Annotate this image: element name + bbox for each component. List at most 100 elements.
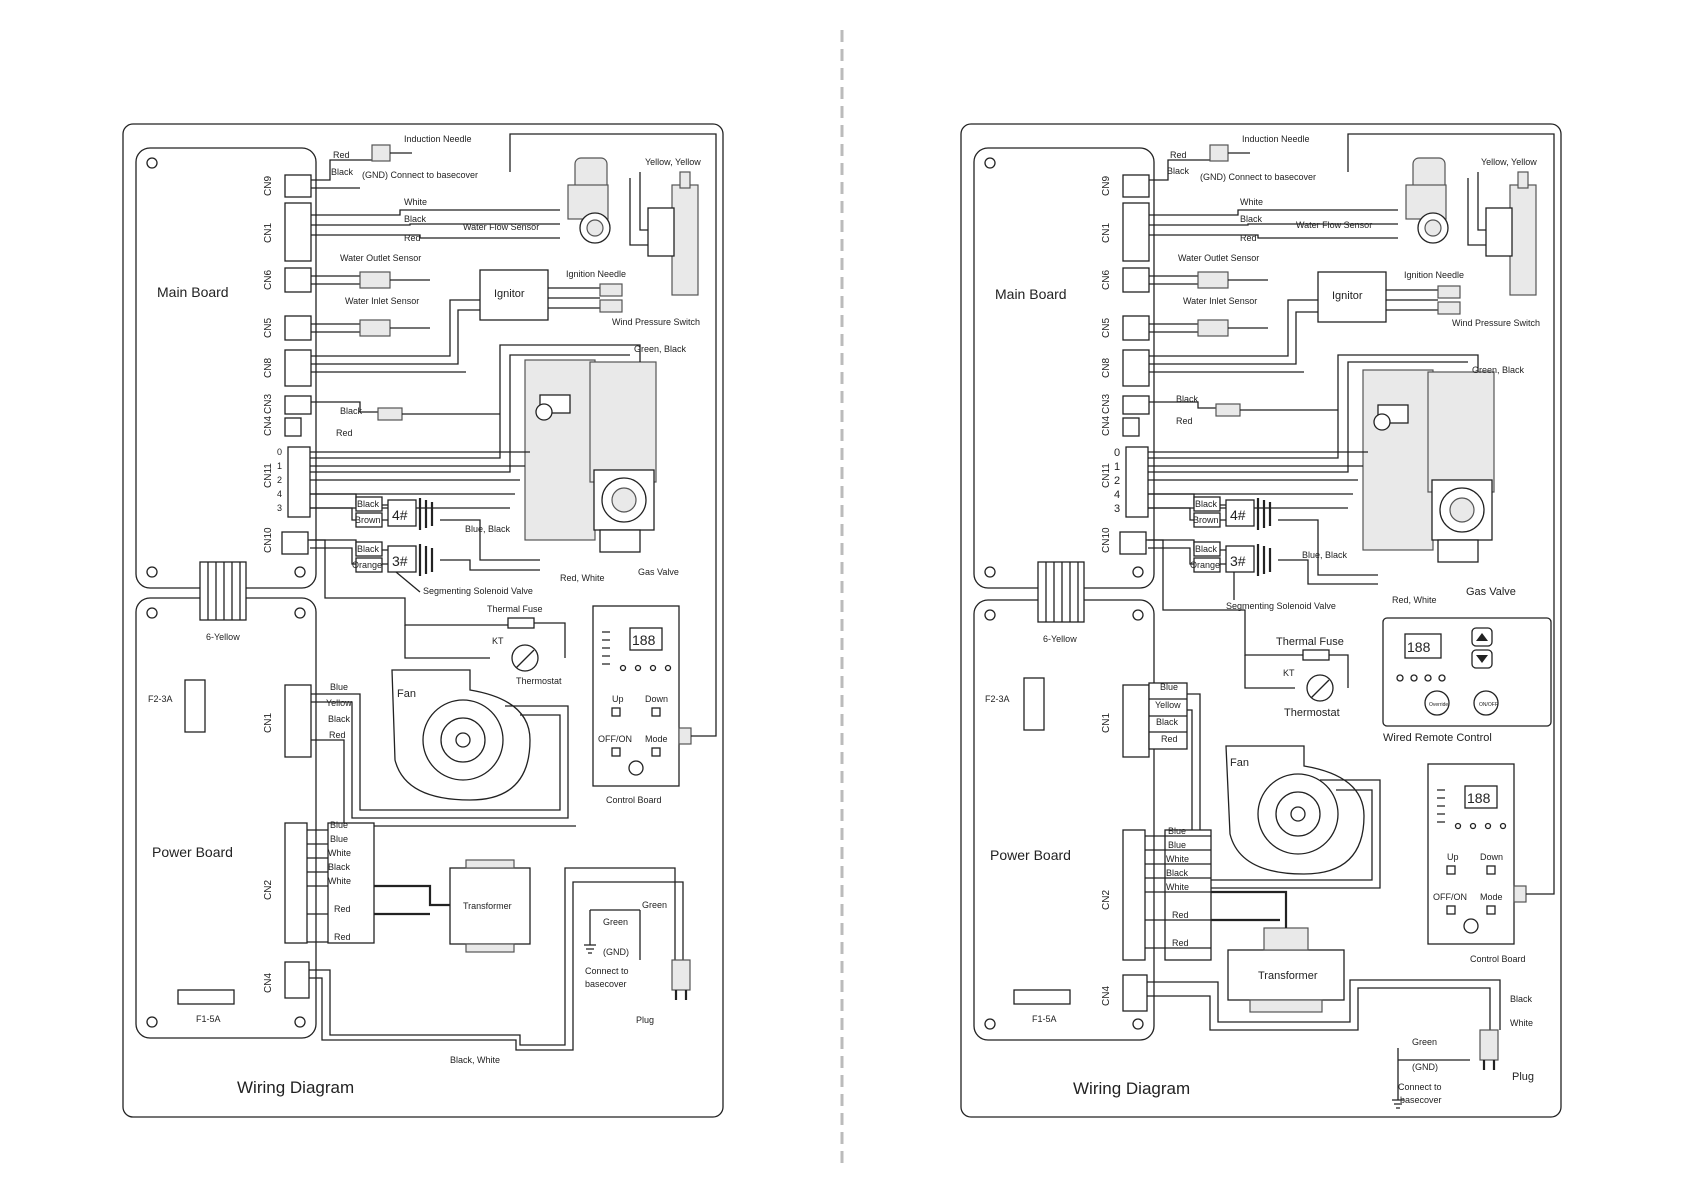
svg-text:Red: Red xyxy=(1170,150,1187,160)
plug-label: Plug xyxy=(636,1015,654,1025)
svg-text:CN4: CN4 xyxy=(1101,416,1112,436)
segmenting-solenoid-label: Segmenting Solenoid Valve xyxy=(423,586,533,596)
svg-text:Black: Black xyxy=(1156,717,1179,727)
svg-text:3: 3 xyxy=(277,503,282,513)
svg-text:KT: KT xyxy=(492,636,504,646)
svg-text:Gas Valve: Gas Valve xyxy=(1466,586,1516,598)
left-title: Wiring Diagram xyxy=(237,1078,354,1097)
svg-text:Red: Red xyxy=(1176,416,1193,426)
svg-text:188: 188 xyxy=(1407,639,1431,655)
water-outlet-sensor-label: Water Outlet Sensor xyxy=(340,253,421,263)
svg-text:Black: Black xyxy=(1195,544,1218,554)
water-flow-sensor xyxy=(567,157,611,244)
svg-text:White: White xyxy=(1166,882,1189,892)
remote-override-button[interactable] xyxy=(1424,690,1450,716)
right-control-mode-button[interactable] xyxy=(1486,905,1496,915)
wind-pressure-switch xyxy=(647,171,699,296)
red-white-label: Red, White xyxy=(560,573,605,583)
svg-text:0: 0 xyxy=(1114,447,1120,459)
cn1-label: CN1 xyxy=(263,223,274,243)
f1-label: F1-5A xyxy=(196,1014,221,1024)
right-main-board-label: Main Board xyxy=(995,286,1067,302)
svg-text:Water Outlet Sensor: Water Outlet Sensor xyxy=(1178,253,1259,263)
fan-label: Fan xyxy=(397,688,416,700)
control-onoff-button[interactable] xyxy=(611,747,621,757)
svg-text:Black: Black xyxy=(404,214,427,224)
gnd-basecover-label: (GND) Connect to basecover xyxy=(362,170,478,180)
power-cn2-label: CN2 xyxy=(263,880,274,900)
fuse-f1 xyxy=(177,989,235,1005)
svg-text:Red: Red xyxy=(1161,734,1178,744)
svg-text:Blue: Blue xyxy=(330,820,348,830)
svg-text:(GND): (GND) xyxy=(603,947,629,957)
svg-text:Plug: Plug xyxy=(1512,1071,1534,1083)
svg-text:4#: 4# xyxy=(1230,507,1246,523)
svg-text:OFF/ON: OFF/ON xyxy=(598,734,632,744)
cn5-label: CN5 xyxy=(263,318,274,338)
fuse-f2 xyxy=(184,679,206,733)
svg-text:White: White xyxy=(1240,197,1263,207)
svg-text:White: White xyxy=(328,876,351,886)
wired-remote-control-label: Wired Remote Control xyxy=(1383,732,1492,744)
svg-text:Black: Black xyxy=(328,714,351,724)
right-ribbon-connector xyxy=(1037,561,1085,623)
svg-text:Black: Black xyxy=(328,862,351,872)
svg-text:Yellow: Yellow xyxy=(1155,700,1181,710)
svg-text:Down: Down xyxy=(645,694,668,704)
svg-text:Mode: Mode xyxy=(1480,892,1503,902)
svg-text:OFF/ON: OFF/ON xyxy=(1433,892,1467,902)
right-control-up-button[interactable] xyxy=(1446,865,1456,875)
svg-text:Transformer: Transformer xyxy=(1258,970,1318,982)
main-board-connectors: CN9 CN1 CN6 CN5 CN8 CN3 CN4 CN11 0 1 2 4… xyxy=(263,174,312,555)
svg-text:Black: Black xyxy=(1166,868,1189,878)
svg-text:Red: Red xyxy=(404,233,421,243)
svg-text:Red: Red xyxy=(1240,233,1257,243)
svg-text:F1-5A: F1-5A xyxy=(1032,1014,1057,1024)
transformer xyxy=(449,867,531,945)
water-outlet-sensor xyxy=(359,271,391,289)
control-mode-button[interactable] xyxy=(651,747,661,757)
svg-text:Control Board: Control Board xyxy=(1470,954,1526,964)
svg-text:Thermostat: Thermostat xyxy=(1284,707,1340,719)
right-control-down-button[interactable] xyxy=(1486,865,1496,875)
control-up-button[interactable] xyxy=(611,707,621,717)
cn3-label: CN3 xyxy=(263,394,274,414)
svg-text:CN5: CN5 xyxy=(1101,318,1112,338)
fan xyxy=(391,669,531,801)
cn8-label: CN8 xyxy=(263,358,274,378)
ignition-needle-label: Ignition Needle xyxy=(566,269,626,279)
svg-text:Up: Up xyxy=(1447,852,1459,862)
svg-text:Red: Red xyxy=(1172,910,1189,920)
cn11-label: CN11 xyxy=(263,463,274,488)
f2-label: F2-3A xyxy=(148,694,173,704)
svg-text:F2-3A: F2-3A xyxy=(985,694,1010,704)
svg-text:Connect to: Connect to xyxy=(585,966,629,976)
svg-text:Wind Pressure Switch: Wind Pressure Switch xyxy=(1452,318,1540,328)
svg-text:White: White xyxy=(328,848,351,858)
svg-text:Water Inlet Sensor: Water Inlet Sensor xyxy=(1183,296,1257,306)
control-down-button[interactable] xyxy=(651,707,661,717)
svg-text:Blue: Blue xyxy=(1168,840,1186,850)
thermostat xyxy=(511,644,539,672)
svg-text:Orange: Orange xyxy=(352,560,382,570)
svg-text:Red: Red xyxy=(336,428,353,438)
svg-text:Down: Down xyxy=(1480,852,1503,862)
blue-black-label: Blue, Black xyxy=(465,524,511,534)
svg-text:Thermal Fuse: Thermal Fuse xyxy=(1276,636,1344,648)
water-inlet-sensor xyxy=(359,319,391,337)
svg-text:Red: Red xyxy=(329,730,346,740)
cn10-label: CN10 xyxy=(263,527,274,553)
svg-text:CN4: CN4 xyxy=(1101,986,1112,1006)
svg-text:White: White xyxy=(1510,1018,1533,1028)
svg-text:Override: Override xyxy=(1429,702,1448,708)
right-control-onoff-button[interactable] xyxy=(1446,905,1456,915)
svg-text:Up: Up xyxy=(612,694,624,704)
left-diagram: Main Board Power Board 6-Yellow CN9 CN1 … xyxy=(122,123,724,1118)
right-water-flow-sensor xyxy=(1405,157,1449,244)
remote-onoff-button[interactable] xyxy=(1473,690,1499,716)
right-diagram: Main Board Power Board 6-Yellow CN9 CN1 … xyxy=(960,123,1562,1118)
svg-text:3: 3 xyxy=(1114,503,1120,515)
right-power-board xyxy=(973,599,1155,1041)
